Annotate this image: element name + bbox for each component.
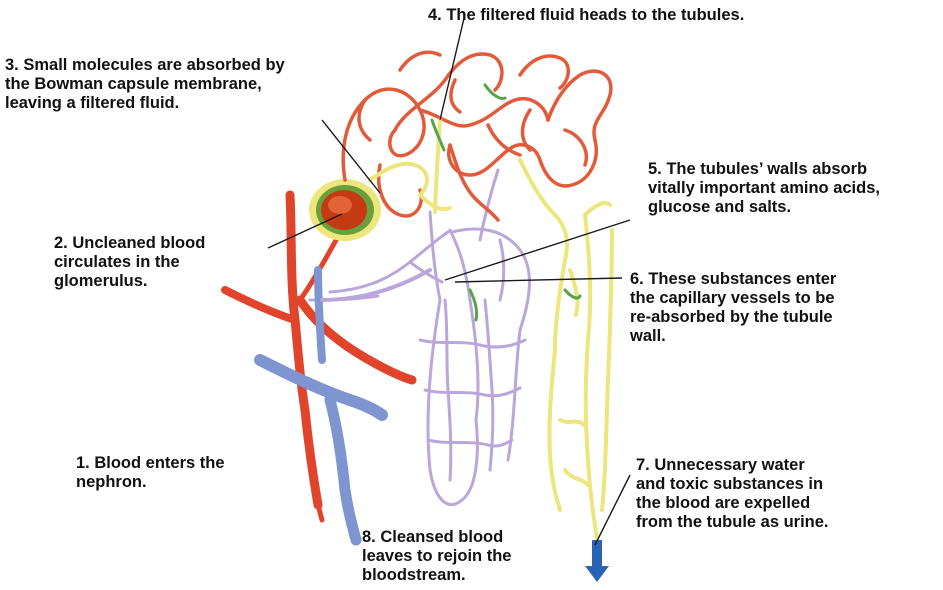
label-line: re-absorbed by the tubule: [630, 308, 836, 327]
label-step-6: 6. These substances enter the capillary …: [630, 270, 836, 346]
urine-flow-arrow: [585, 540, 609, 582]
label-line: and toxic substances in: [636, 475, 829, 494]
label-step-5: 5. The tubules’ walls absorb vitally imp…: [648, 160, 880, 217]
tubule-accents: [432, 85, 580, 320]
label-line: vitally important amino acids,: [648, 179, 880, 198]
glomerulus: [309, 179, 381, 241]
label-line: 3. Small molecules are absorbed by: [5, 56, 285, 75]
label-line: nephron.: [76, 473, 225, 492]
label-line: 4. The filtered fluid heads to the tubul…: [428, 6, 744, 25]
label-line: the Bowman capsule membrane,: [5, 75, 285, 94]
label-line: wall.: [630, 327, 836, 346]
label-line: 6. These substances enter: [630, 270, 836, 289]
label-line: the capillary vessels to be: [630, 289, 836, 308]
label-step-4: 4. The filtered fluid heads to the tubul…: [428, 6, 744, 25]
label-step-2: 2. Uncleaned blood circulates in the glo…: [54, 234, 205, 291]
label-line: circulates in the: [54, 253, 205, 272]
leader-line-step-6: [455, 278, 622, 282]
label-line: leaves to rejoin the: [362, 547, 511, 566]
leader-lines: [268, 14, 630, 545]
label-line: bloodstream.: [362, 566, 511, 585]
label-line: leaving a filtered fluid.: [5, 94, 285, 113]
label-line: 2. Uncleaned blood: [54, 234, 205, 253]
label-step-1: 1. Blood enters the nephron.: [76, 454, 225, 492]
label-line: 8. Cleansed blood: [362, 528, 511, 547]
label-line: glomerulus.: [54, 272, 205, 291]
label-line: from the tubule as urine.: [636, 513, 829, 532]
renal-vein-branches: [260, 270, 430, 540]
label-step-3: 3. Small molecules are absorbed by the B…: [5, 56, 285, 113]
proximal-tubule: [343, 52, 611, 220]
label-step-8: 8. Cleansed blood leaves to rejoin the b…: [362, 528, 511, 585]
label-line: glucose and salts.: [648, 198, 880, 217]
label-step-7: 7. Unnecessary water and toxic substance…: [636, 456, 829, 532]
label-line: 7. Unnecessary water: [636, 456, 829, 475]
label-line: 5. The tubules’ walls absorb: [648, 160, 880, 179]
label-line: 1. Blood enters the: [76, 454, 225, 473]
label-line: the blood are expelled: [636, 494, 829, 513]
